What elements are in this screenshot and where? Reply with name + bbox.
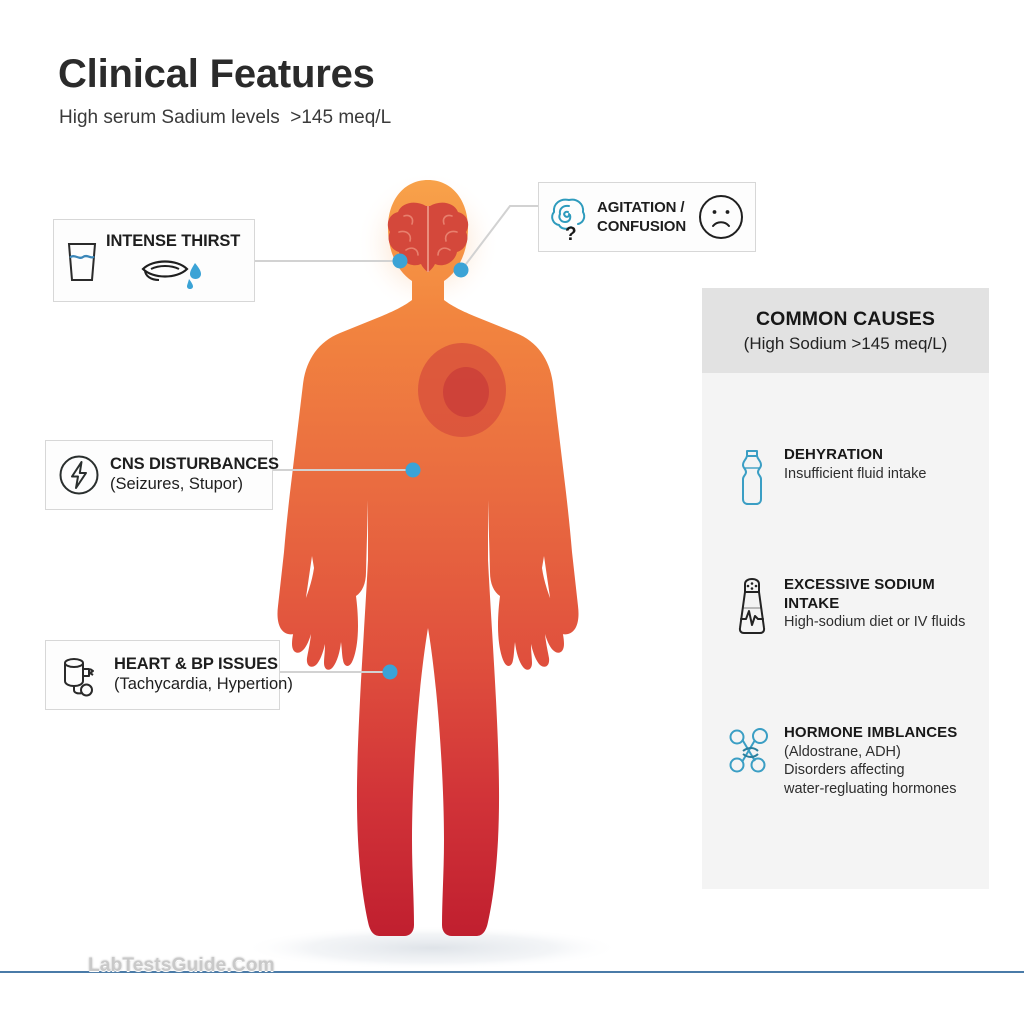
cause-hormone-title: HORMONE IMBLANCES xyxy=(784,724,958,741)
thirsty-mouth-droplet-icon xyxy=(137,255,209,290)
callout-bp-title: HEART & BP ISSUES xyxy=(114,655,278,674)
callout-bp-sub: (Tachycardia, Hypertion) xyxy=(114,674,293,693)
callout-agitation-text: AGITATION / CONFUSION xyxy=(597,198,686,236)
blood-pressure-cuff-icon xyxy=(56,651,106,699)
lightning-bolt-circle-icon xyxy=(56,452,102,498)
common-causes-title: COMMON CAUSES xyxy=(756,307,935,330)
brain-swirl-question-icon: ? xyxy=(547,193,591,241)
cause-dehydration-text: DEHYRATION Insufficient fluid intake xyxy=(784,446,926,483)
cause-sodium-desc: High-sodium diet or IV fluids xyxy=(784,614,966,631)
callout-bp-text: HEART & BP ISSUES (Tachycardia, Hypertio… xyxy=(114,655,293,694)
callout-agitation-line1: AGITATION / xyxy=(597,198,685,216)
callout-agitation-line2: CONFUSION xyxy=(597,218,687,235)
cause-dehydration-desc: Insufficient fluid intake xyxy=(784,465,927,482)
cause-sodium-text: EXCESSIVE SODIUM INTAKE High-sodium diet… xyxy=(784,576,965,632)
callout-cns-disturbances[interactable]: CNS DISTURBANCES (Seizures, Stupor) xyxy=(45,440,279,510)
callout-thirst-title: INTENSE THIRST xyxy=(106,231,241,250)
callout-cns-title: CNS DISTURBANCES xyxy=(110,455,279,474)
callout-agitation-confusion[interactable]: ? AGITATION / CONFUSION xyxy=(538,182,756,252)
floor-shadow xyxy=(242,926,622,970)
water-bottle-icon xyxy=(726,446,778,508)
body-silhouette xyxy=(277,180,579,936)
common-causes-header: COMMON CAUSES (High Sodium >145 meq/L) xyxy=(702,288,989,373)
footer-divider-line xyxy=(0,971,1024,973)
sad-face-icon xyxy=(696,192,746,242)
cause-sodium-title-line2: INTAKE xyxy=(784,594,840,612)
callout-thirst-text: INTENSE THIRST xyxy=(106,231,241,290)
cause-item-excessive-sodium[interactable]: EXCESSIVE SODIUM INTAKE High-sodium diet… xyxy=(726,576,976,636)
common-causes-subtitle: (High Sodium >145 meq/L) xyxy=(743,333,948,353)
hormone-molecule-icon xyxy=(726,724,778,776)
page-title: Clinical Features xyxy=(58,52,375,96)
cause-hormone-text: HORMONE IMBLANCES (Aldostrane, ADH) Diso… xyxy=(784,724,957,798)
common-causes-panel: COMMON CAUSES (High Sodium >145 meq/L) D… xyxy=(702,288,989,889)
callout-heart-bp-issues[interactable]: HEART & BP ISSUES (Tachycardia, Hypertio… xyxy=(45,640,293,710)
salt-shaker-icon xyxy=(726,576,778,636)
cause-sodium-title-line1: EXCESSIVE SODIUM xyxy=(784,576,935,593)
cause-hormone-desc-line3: water-regluating hormones xyxy=(784,780,957,797)
page-subtitle: High serum Sadium levels >145 meq/L xyxy=(59,107,392,128)
brain-illustration xyxy=(387,202,469,272)
cause-hormone-desc-line1: (Aldostrane, ADH) xyxy=(784,743,901,760)
callout-intense-thirst[interactable]: INTENSE THIRST xyxy=(53,219,255,302)
cause-hormone-desc-line2: Disorders affecting xyxy=(784,762,905,779)
callout-cns-text: CNS DISTURBANCES (Seizures, Stupor) xyxy=(110,455,279,494)
water-glass-icon xyxy=(64,238,100,284)
heart-region xyxy=(418,343,506,437)
callout-cns-sub: (Seizures, Stupor) xyxy=(110,474,243,493)
svg-text:?: ? xyxy=(565,224,577,241)
cause-dehydration-title: DEHYRATION xyxy=(784,446,884,463)
cause-item-dehydration[interactable]: DEHYRATION Insufficient fluid intake xyxy=(726,446,976,508)
footer-watermark: LabTestsGuide.Com xyxy=(88,955,275,976)
cause-item-hormone-imbalance[interactable]: HORMONE IMBLANCES (Aldostrane, ADH) Diso… xyxy=(726,724,976,798)
